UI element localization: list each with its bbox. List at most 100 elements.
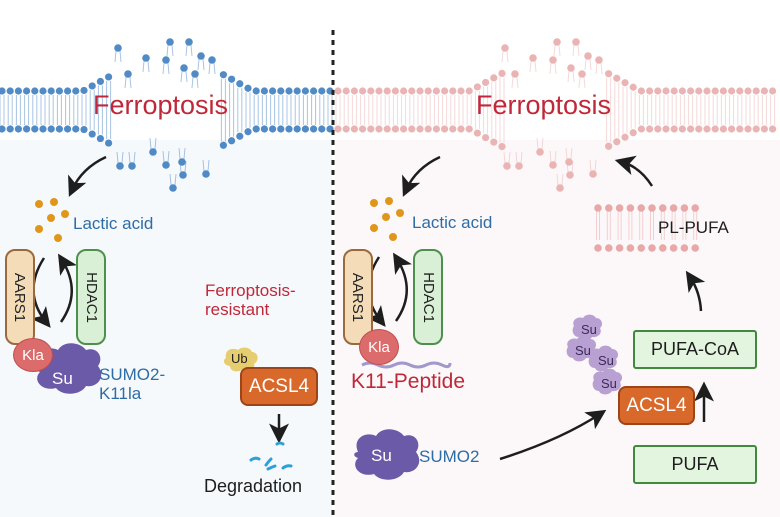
lipid-head (449, 87, 457, 95)
su-cluster-label-3: Su (598, 353, 614, 368)
su-label-right: Su (371, 446, 392, 465)
arrow-hdac1-right (393, 252, 413, 322)
lipid-head (752, 87, 760, 95)
aars1-label-right: AARS1 (349, 272, 367, 322)
lipid-head (728, 87, 736, 95)
lipid-head (64, 87, 72, 95)
ferroptosis-title-left: Ferroptosis (93, 90, 229, 120)
lipid-head (47, 87, 55, 95)
hdac1-label-left: HDAC1 (82, 271, 100, 323)
lipid-head (39, 125, 47, 133)
degradation-label: Degradation (204, 476, 303, 496)
k11-peptide-label: K11-Peptide (351, 370, 466, 393)
lipid-head (441, 87, 449, 95)
hdac1-box-right: HDAC1 (413, 249, 443, 345)
lipid-head (687, 125, 695, 133)
lipid-head (637, 244, 645, 252)
lipid-head (695, 125, 703, 133)
lipid-head (197, 52, 205, 60)
lipid-head (594, 244, 602, 252)
lipid-head (162, 161, 170, 169)
lipid-head (678, 125, 687, 133)
pl-pufa-membrane-icon (594, 204, 699, 252)
lipid-head (613, 138, 621, 146)
ferroptosis-resistant-line1: Ferroptosis- (205, 281, 296, 300)
aars1-box-right: AARS1 (343, 249, 373, 345)
lipid-head (244, 128, 252, 136)
sumo-cluster-icon (566, 314, 623, 395)
lipid-head (646, 125, 654, 133)
lipid-head (498, 69, 506, 77)
su-label-left: Su (52, 369, 73, 388)
lipid-head (124, 70, 132, 78)
lipid-head (605, 244, 613, 252)
lipid-head (595, 56, 603, 64)
lipid-head (88, 130, 96, 138)
lipid-head (503, 162, 511, 170)
lipid-head (252, 87, 260, 95)
lipid-head (584, 52, 592, 60)
lipid-head (47, 125, 55, 133)
lipid-head (769, 125, 777, 133)
lipid-head (301, 87, 309, 95)
lipid-head (260, 125, 268, 133)
lipid-head (556, 184, 564, 192)
lipid-head (285, 87, 293, 95)
lipid-head (662, 125, 670, 133)
lipid-head (490, 138, 498, 146)
membrane-left (0, 38, 334, 192)
lipid-head (14, 87, 22, 95)
lipid-head (252, 125, 260, 133)
pl-pufa-label: PL-PUFA (658, 218, 729, 237)
lipid-head (691, 204, 699, 212)
lipid-head (629, 129, 637, 137)
arrow-hdac1-left (58, 253, 78, 323)
lipid-head (114, 44, 122, 52)
lipid-head (695, 87, 703, 95)
lactic-acid-dots-right (370, 197, 404, 241)
lipid-head (752, 125, 760, 133)
lipid-head (678, 87, 687, 95)
lipid-head (359, 125, 367, 133)
lipid-head (64, 125, 72, 133)
lipid-head (293, 125, 301, 133)
lipid-head (408, 125, 416, 133)
ferroptosis-title-right: Ferroptosis (476, 90, 612, 120)
lipid-head (116, 162, 124, 170)
lipid-head (6, 87, 14, 95)
lipid-head (88, 82, 96, 90)
lipid-head (39, 87, 47, 95)
lipid-head (72, 87, 80, 95)
sumo2-k11la-line1: SUMO2- (99, 365, 166, 384)
lipid-head (736, 87, 744, 95)
lipid-head (594, 204, 602, 212)
lipid-head (277, 125, 285, 133)
lipid-head (441, 125, 449, 133)
lipid-head (662, 87, 670, 95)
lipid-head (449, 125, 457, 133)
lipid-head (691, 244, 699, 252)
lipid-head (670, 87, 678, 95)
lipid-head (648, 244, 656, 252)
lipid-head (637, 125, 646, 133)
lipid-head (465, 125, 473, 133)
lipid-head (269, 87, 277, 95)
lipid-head (191, 70, 199, 78)
lipid-head (703, 87, 711, 95)
su-cluster-label-1: Su (581, 322, 597, 337)
lipid-head (202, 170, 210, 178)
lipid-head (416, 87, 424, 95)
lipid-head (760, 87, 769, 95)
hdac1-label-right: HDAC1 (419, 271, 437, 323)
lipid-head (96, 77, 104, 86)
lipid-head (23, 125, 31, 133)
sumo2-label: SUMO2 (419, 447, 480, 466)
lipid-head (629, 83, 637, 91)
arrow-pl-pufa-to-ferroptosis (614, 155, 654, 187)
lipid-head (744, 87, 752, 95)
lipid-head (166, 38, 174, 46)
lipid-head (342, 125, 350, 133)
lipid-head (605, 204, 613, 212)
lipid-head (670, 125, 678, 133)
